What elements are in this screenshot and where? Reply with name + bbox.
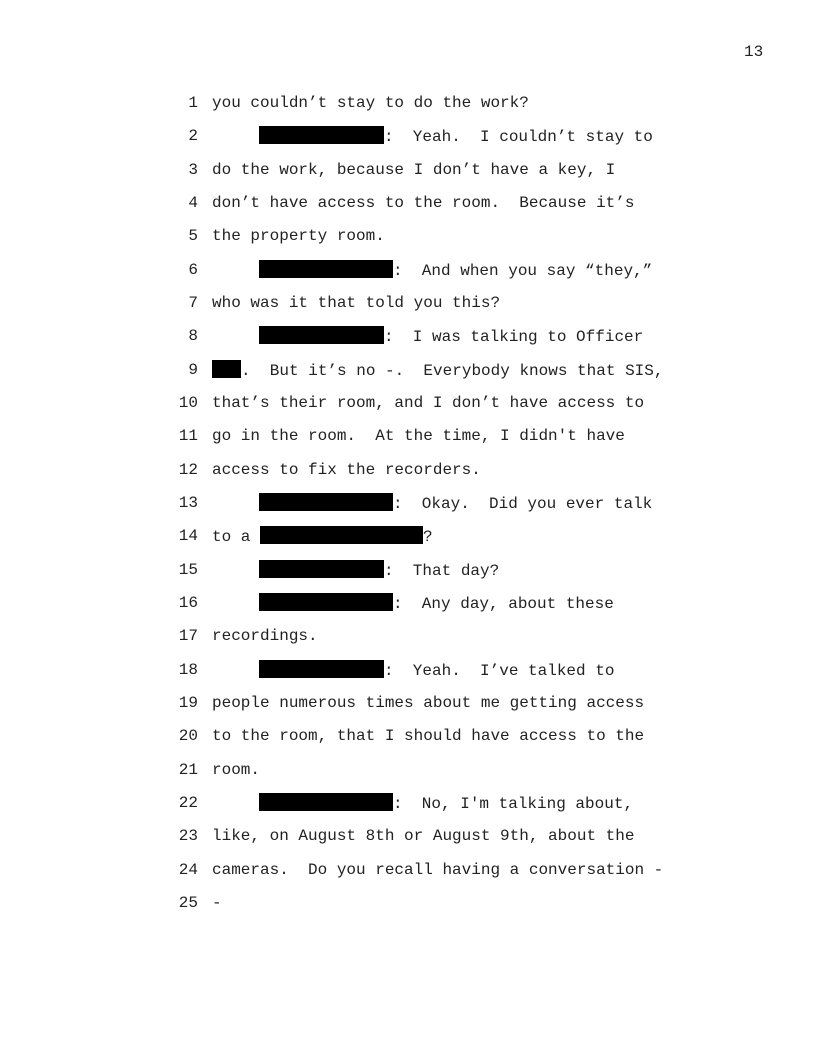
line-number: 15 bbox=[178, 560, 198, 579]
line-number: 11 bbox=[178, 427, 198, 446]
text-segment: room. bbox=[212, 760, 261, 779]
text-segment: recordings. bbox=[212, 627, 318, 646]
line-number: 23 bbox=[178, 827, 198, 846]
text-segment: access to fix the recorders. bbox=[212, 460, 481, 479]
page-number: 13 bbox=[744, 43, 764, 61]
text-segment: do the work, because I don’t have a key,… bbox=[212, 160, 616, 179]
line-number: 7 bbox=[188, 293, 198, 312]
line-number: 17 bbox=[178, 627, 198, 646]
text-segment: to the room, that I should have access t… bbox=[212, 727, 645, 746]
line-text: room. bbox=[212, 760, 260, 780]
line-text: : Any day, about these bbox=[212, 592, 614, 614]
line-text: to the room, that I should have access t… bbox=[212, 726, 644, 746]
text-segment: : Yeah. I couldn’t stay to bbox=[384, 128, 653, 147]
text-segment: people numerous times about me getting a… bbox=[212, 693, 645, 712]
text-segment: : Okay. Did you ever talk bbox=[393, 494, 653, 513]
redaction-box bbox=[259, 259, 393, 278]
line-number: 1 bbox=[188, 94, 198, 112]
text-segment: go in the room. At the time, I didn't ha… bbox=[212, 427, 625, 446]
line-text: : Yeah. I couldn’t stay to bbox=[212, 126, 653, 147]
line-text: cameras. Do you recall having a conversa… bbox=[212, 860, 663, 880]
line-text: access to fix the recorders. bbox=[212, 460, 481, 480]
redaction-box bbox=[259, 492, 393, 511]
text-segment: : Any day, about these bbox=[393, 594, 614, 613]
redaction-box bbox=[259, 559, 384, 578]
line-number: 12 bbox=[178, 460, 198, 479]
text-segment: : Yeah. I’ve talked to bbox=[384, 661, 615, 680]
line-number: 4 bbox=[188, 193, 198, 212]
line-text: people numerous times about me getting a… bbox=[212, 693, 644, 713]
text-segment: : And when you say “they,” bbox=[393, 261, 653, 280]
line-text: to a ? bbox=[212, 526, 433, 547]
text-segment: don’t have access to the room. Because i… bbox=[212, 193, 635, 212]
line-text: you couldn’t stay to do the work? bbox=[212, 93, 529, 113]
line-text: : That day? bbox=[212, 559, 500, 581]
line-text: : I was talking to Officer bbox=[212, 326, 643, 347]
text-segment: : That day? bbox=[384, 561, 500, 580]
line-number: 9 bbox=[188, 360, 198, 379]
line-number: 13 bbox=[178, 493, 198, 512]
line-text: the property room. bbox=[212, 226, 385, 246]
line-text: . But it’s no -. Everybody knows that SI… bbox=[212, 359, 664, 381]
line-text: don’t have access to the room. Because i… bbox=[212, 193, 634, 213]
line-number: 8 bbox=[188, 327, 198, 346]
redaction-box bbox=[259, 792, 393, 811]
line-text: do the work, because I don’t have a key,… bbox=[212, 160, 615, 180]
line-number: 24 bbox=[178, 860, 198, 879]
redaction-box bbox=[212, 359, 241, 378]
line-text: : No, I'm talking about, bbox=[212, 792, 634, 814]
line-number: 2 bbox=[188, 127, 198, 146]
text-segment: like, on August 8th or August 9th, about… bbox=[212, 827, 635, 846]
text-segment: that’s their room, and I don’t have acce… bbox=[212, 393, 645, 412]
text-segment: cameras. Do you recall having a conversa… bbox=[212, 860, 664, 879]
line-number: 10 bbox=[178, 393, 198, 412]
line-number: 20 bbox=[178, 727, 198, 746]
line-text: that’s their room, and I don’t have acce… bbox=[212, 393, 644, 413]
text-segment: who was it that told you this? bbox=[212, 293, 501, 312]
redaction-box bbox=[259, 126, 384, 145]
line-number: 25 bbox=[178, 893, 198, 912]
line-text: : And when you say “they,” bbox=[212, 259, 653, 281]
line-text: - bbox=[212, 893, 222, 913]
line-text: who was it that told you this? bbox=[212, 293, 500, 313]
line-number: 6 bbox=[188, 260, 198, 279]
redaction-box bbox=[259, 659, 384, 678]
text-segment: - bbox=[212, 893, 222, 912]
text-segment: . But it’s no -. Everybody knows that SI… bbox=[241, 361, 664, 380]
redaction-box bbox=[259, 326, 384, 345]
text-segment: the property room. bbox=[212, 227, 385, 246]
line-number: 16 bbox=[178, 593, 198, 612]
line-text: go in the room. At the time, I didn't ha… bbox=[212, 426, 625, 446]
line-text: like, on August 8th or August 9th, about… bbox=[212, 826, 634, 846]
line-text: : Okay. Did you ever talk bbox=[212, 492, 653, 514]
redaction-box bbox=[259, 592, 393, 611]
line-number: 22 bbox=[178, 793, 198, 812]
line-number: 5 bbox=[188, 227, 198, 246]
line-text: recordings. bbox=[212, 626, 318, 646]
text-segment: : No, I'm talking about, bbox=[393, 794, 634, 813]
line-number: 21 bbox=[178, 760, 198, 779]
text-segment: you couldn’t stay to do the work? bbox=[212, 94, 529, 112]
text-segment: : I was talking to Officer bbox=[384, 328, 644, 347]
line-number: 19 bbox=[178, 693, 198, 712]
line-number: 18 bbox=[178, 660, 198, 679]
line-text: : Yeah. I’ve talked to bbox=[212, 659, 615, 681]
text-segment: ? bbox=[423, 528, 433, 547]
text-segment: to a bbox=[212, 528, 261, 547]
line-number: 3 bbox=[188, 160, 198, 179]
line-number: 14 bbox=[178, 527, 198, 546]
redaction-box bbox=[260, 526, 424, 545]
